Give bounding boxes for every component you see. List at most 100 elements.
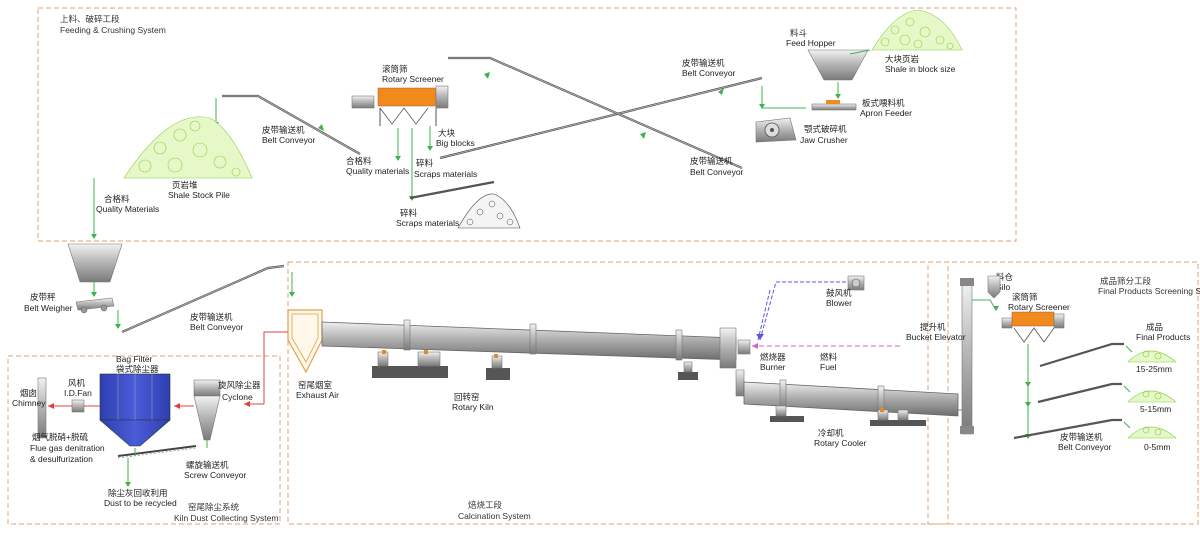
exhaust-chamber-icon [287, 309, 323, 374]
rotary-kiln-label-cn: 回转窑 [454, 392, 480, 402]
dust-recycle-label-en: Dust to be recycled [104, 498, 177, 508]
dust-title-cn: 窑尾除尘系统 [188, 502, 240, 512]
bag-filter-icon [99, 373, 171, 447]
calcination-title-cn: 焙烧工段 [468, 500, 503, 510]
bag-filter-label-en: Bag Filter [116, 354, 153, 364]
belt-conveyor-left-label-cn: 皮带输送机 [262, 125, 305, 135]
belt-conveyor-mid-label-cn: 皮带输送机 [690, 156, 733, 166]
calcination-title-en: Calcination System [458, 511, 531, 521]
bag-filter-label-cn: 袋式除尘器 [116, 364, 159, 374]
weigher-hopper-icon [67, 243, 123, 283]
big-blocks-label-en: Big blocks [436, 138, 475, 148]
apron-feeder-label-en: Apron Feeder [860, 108, 912, 118]
scraps-a-label-en: Scraps materials [414, 169, 477, 179]
burner-icon [737, 339, 751, 355]
size-3-label: 0-5mm [1144, 442, 1170, 452]
product-conveyor-2 [1037, 382, 1122, 404]
belt-conveyor-right-label-cn: 皮带输送机 [1060, 432, 1103, 442]
product-conveyor-1 [1039, 342, 1124, 368]
blower-label-cn: 鼓风机 [826, 288, 852, 298]
exhaust-label-en: Exhaust Air [296, 390, 339, 400]
cyclone-icon [193, 379, 221, 441]
rotary-cooler-label-en: Rotary Cooler [814, 438, 867, 448]
belt-conveyor-kiln-label-en: Belt Conveyor [190, 322, 244, 332]
belt-weigher-label-en: Belt Weigher [24, 303, 73, 313]
flue-label-en2: & desulfurization [30, 454, 93, 464]
screw-conveyor-icon [117, 445, 197, 459]
quality-mid-label-en: Quality materials [346, 166, 409, 176]
shale-block-pile-icon [871, 9, 963, 51]
big-blocks-label-cn: 大块 [438, 128, 456, 138]
scraps-pile-icon [457, 193, 521, 229]
shale-block-label-cn: 大块页岩 [885, 54, 920, 64]
bucket-elevator-label-cn: 提升机 [920, 322, 946, 332]
scraps-a-label-cn: 碎料 [416, 158, 434, 168]
quality-mid-label-cn: 合格料 [346, 156, 372, 166]
feed-hopper-icon [807, 49, 869, 81]
final-products-label-en: Final Products [1136, 332, 1190, 342]
fuel-label-cn: 燃料 [820, 352, 838, 362]
rotary-screener-label-cn: 滚筒筛 [382, 64, 408, 74]
belt-weigher-icon [75, 297, 115, 314]
calcination-section-border [287, 261, 949, 525]
flue-label-cn: 烟气脱硝+脱硫 [32, 432, 88, 442]
feeding-title-en: Feeding & Crushing System [60, 25, 166, 35]
apron-feeder-icon [811, 100, 857, 111]
belt-weigher-label-cn: 皮带秤 [30, 292, 56, 302]
screw-label-cn: 螺旋输送机 [186, 460, 229, 470]
dust-recycle-label-cn: 除尘灰回收利用 [108, 488, 168, 498]
cyclone-label-en: Cyclone [222, 392, 253, 402]
product-pile-2-icon [1127, 390, 1177, 403]
scraps-b-label-en: Scraps materials [396, 218, 459, 228]
size-2-label: 5-15mm [1140, 404, 1171, 414]
belt-conveyor-scraps [409, 180, 495, 200]
bucket-elevator-label-en: Bucket Elevator [906, 332, 966, 342]
flue-label-en1: Flue gas denitration [30, 443, 105, 453]
belt-conveyor-mid-label-en: Belt Conveyor [690, 167, 744, 177]
blower-label-en: Blower [826, 298, 852, 308]
rotary-screener-right-icon [1001, 311, 1065, 343]
silo-label-en: Silo [996, 282, 1010, 292]
belt-conveyor-kiln-label-cn: 皮带输送机 [190, 312, 233, 322]
burner-label-cn: 燃烧器 [760, 352, 786, 362]
dust-title-en: Kiln Dust Collecting System [174, 513, 278, 523]
shale-block-label-en: Shale in block size [885, 64, 956, 74]
stock-pile-label-cn: 页岩堆 [172, 180, 198, 190]
fan-label-cn: 风机 [68, 378, 86, 388]
rotary-screener-icon [351, 85, 449, 126]
size-1-label: 15-25mm [1136, 364, 1172, 374]
quality-left-label-cn: 合格料 [104, 194, 130, 204]
stock-pile-label-en: Shale Stock Pile [168, 190, 230, 200]
jaw-crusher-icon [755, 117, 797, 143]
chimney-label-en: Chimney [12, 398, 46, 408]
screening-title-cn: 成品筛分工段 [1100, 276, 1152, 286]
fan-icon [71, 399, 85, 413]
jaw-crusher-label-cn: 颚式破碎机 [804, 124, 847, 134]
fan-label-en: I.D.Fan [64, 388, 92, 398]
belt-conveyor-left-label-en: Belt Conveyor [262, 135, 316, 145]
quality-left-label-en: Quality Materials [96, 204, 159, 214]
feed-hopper-label-en: Feed Hopper [786, 38, 836, 48]
rotary-screener-label-en: Rotary Screener [382, 74, 444, 84]
screening-title-en: Final Products Screening System [1098, 286, 1200, 296]
chimney-icon [37, 377, 47, 439]
rotary-kiln-icon [321, 319, 737, 380]
feed-hopper-label-cn: 料斗 [790, 28, 808, 38]
silo-icon [987, 275, 1001, 299]
rotary-cooler-label-cn: 冷却机 [818, 428, 844, 438]
product-conveyor-3 [1013, 418, 1122, 440]
burner-label-en: Burner [760, 362, 786, 372]
scraps-b-label-cn: 碎料 [400, 208, 418, 218]
cyclone-label-cn: 旋风除尘器 [218, 380, 261, 390]
product-pile-3-icon [1127, 426, 1177, 439]
fuel-label-en: Fuel [820, 362, 837, 372]
screw-label-en: Screw Conveyor [184, 470, 247, 480]
belt-conveyor-top-label-en: Belt Conveyor [682, 68, 736, 78]
rotary-kiln-label-en: Rotary Kiln [452, 402, 494, 412]
feeding-title-cn: 上料、破碎工段 [60, 14, 120, 24]
product-pile-1-icon [1127, 350, 1177, 363]
belt-conveyor-top-label-cn: 皮带输送机 [682, 58, 725, 68]
shale-stock-pile-icon [123, 116, 253, 179]
exhaust-label-cn: 窑尾烟室 [298, 380, 333, 390]
